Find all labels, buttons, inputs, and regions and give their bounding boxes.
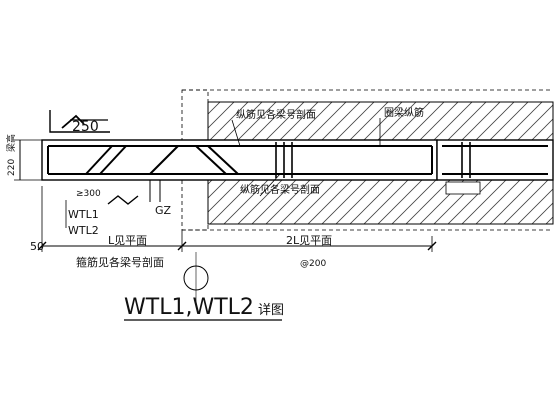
- small-section-symbols: [65, 180, 161, 228]
- drawing-title-suffix: 详图: [258, 303, 284, 318]
- wtl2-label: WTL2: [68, 224, 99, 237]
- ring-beam-note: 圈梁纵筋: [384, 106, 424, 119]
- right-small-note: @200: [300, 259, 326, 269]
- wtl1-label: WTL1: [68, 208, 99, 221]
- small-section-label: ≥300: [76, 189, 101, 199]
- drawing-title: WTL1,WTL2: [124, 295, 254, 320]
- gz-label: GZ: [155, 204, 172, 217]
- span-2L-label: 2L见平面: [286, 234, 332, 247]
- right-detail-box: [445, 181, 481, 195]
- hook-detail: [49, 110, 110, 133]
- vertical-dimension-note: 梁高: [5, 134, 17, 152]
- beam-outline: [41, 139, 554, 181]
- bent-rebar-lines: [85, 145, 239, 175]
- vertical-dimension: [14, 139, 46, 181]
- leader-lines: [231, 118, 381, 197]
- upper-rebar-note: 纵筋见各梁号剖面: [236, 108, 316, 121]
- lower-rebar-note: 纵筋见各梁号剖面: [240, 183, 320, 196]
- stirrup-note: 箍筋见各梁号剖面: [76, 255, 164, 269]
- span-dimension-line: [37, 186, 437, 252]
- hook-dimension: 250: [72, 119, 99, 135]
- vertical-dimension-value: 220: [7, 159, 17, 176]
- dim-50: 50: [30, 240, 44, 253]
- section-mark-circle: [183, 252, 209, 306]
- span-L-label: L见平面: [108, 234, 147, 247]
- stirrup-lines: [275, 142, 471, 178]
